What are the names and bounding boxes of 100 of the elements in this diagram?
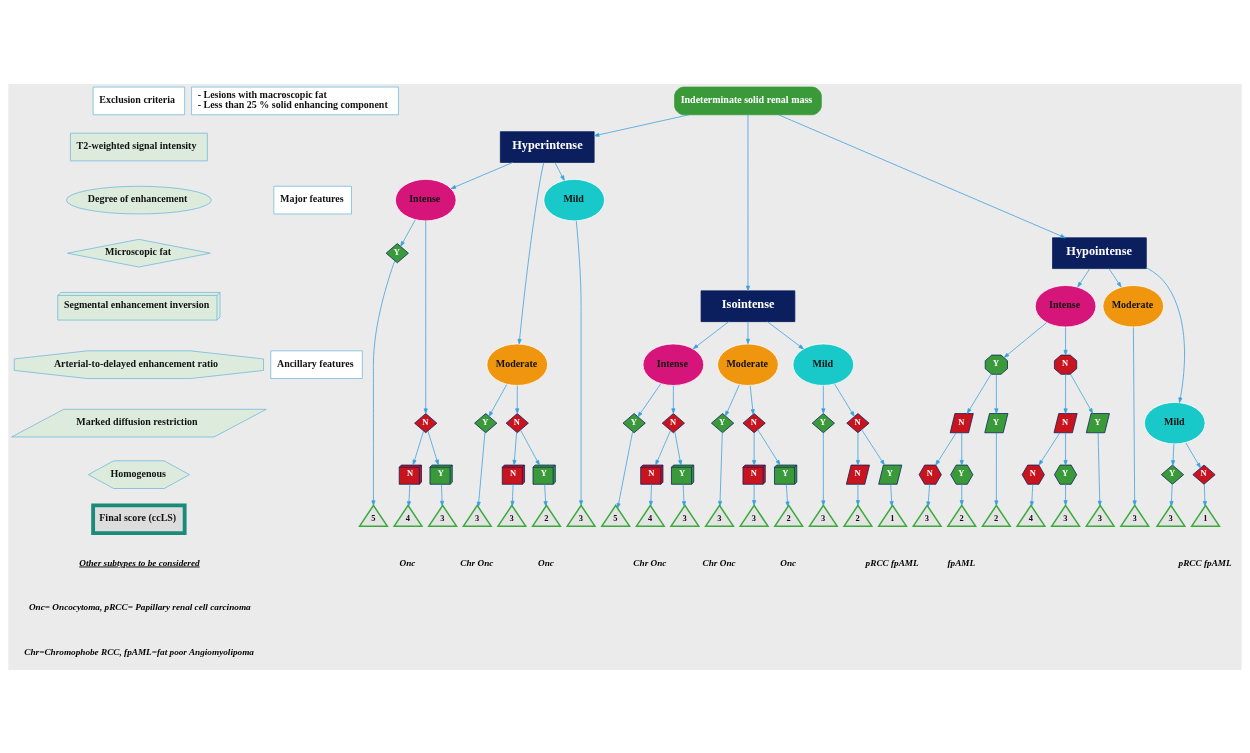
node-ellipse: Moderate <box>717 343 779 386</box>
arrow <box>1029 483 1034 507</box>
arrow <box>861 428 885 465</box>
node-diamond: Microscopic fat <box>67 238 211 267</box>
arrow <box>512 431 517 465</box>
arrow <box>1063 373 1068 414</box>
arrow <box>1169 483 1174 506</box>
label: Chr Onc <box>460 556 494 567</box>
arrow <box>476 431 486 507</box>
node-box: Major features <box>273 185 352 214</box>
node-diamond: N <box>505 412 529 433</box>
arrow <box>450 161 514 189</box>
arrow <box>966 373 992 414</box>
arrow <box>593 113 690 137</box>
label: Onc <box>780 556 797 567</box>
node-box: Isointense <box>700 290 796 322</box>
arrow <box>616 430 634 508</box>
arrow <box>554 161 565 181</box>
node-diamond: N <box>661 412 685 433</box>
arrow <box>648 483 653 506</box>
arrow <box>821 384 826 414</box>
arrow <box>515 384 520 414</box>
node-box: - Lesions with macroscopic fat - Less than 25 % solid enhancing component <box>191 86 399 115</box>
arrow <box>1063 431 1068 465</box>
arrow <box>834 383 855 417</box>
arrow <box>778 113 1066 238</box>
node-box: T2-weighted signal intensity <box>70 132 208 161</box>
label: fpAML <box>947 556 976 567</box>
arrow <box>767 320 804 349</box>
arrow <box>637 382 662 417</box>
arrow <box>575 220 584 506</box>
node-box: Ancillary features <box>270 349 363 379</box>
arrow <box>427 430 439 465</box>
arrow <box>1038 431 1061 465</box>
node-diamond: N <box>742 412 766 433</box>
arrow <box>959 431 964 465</box>
arrow <box>412 430 424 465</box>
arrow <box>517 161 545 344</box>
arrow <box>889 483 894 507</box>
arrow <box>935 431 957 465</box>
arrow <box>1063 483 1068 506</box>
node-box: Hypointense <box>1052 236 1147 269</box>
arrow <box>926 483 931 507</box>
arrow <box>1077 267 1091 287</box>
arrow <box>1097 432 1102 506</box>
label: Onc <box>399 556 416 567</box>
node-ellipse: Moderate <box>486 343 548 386</box>
node-box: Hyperintense <box>499 130 595 163</box>
arrow <box>757 428 781 465</box>
label: Onc= Oncocytoma, pRCC= Papillary renal cell carcinoma <box>28 601 251 612</box>
arrow <box>1185 441 1201 468</box>
label: Chr Onc <box>702 556 736 567</box>
arrow <box>543 483 548 507</box>
node-ellipse: Moderate <box>1102 284 1164 327</box>
arrow <box>752 483 757 506</box>
arrow <box>745 114 750 291</box>
arrow <box>749 384 755 415</box>
arrow <box>1171 443 1176 466</box>
node-ellipse: Intense <box>1034 284 1097 327</box>
node-ellipse: Mild <box>543 178 605 221</box>
label: pRCC fpAML <box>865 556 919 567</box>
arrow <box>752 431 757 465</box>
label: Chr Onc <box>633 556 667 567</box>
arrow <box>655 429 671 465</box>
label: pRCC fpAML <box>1178 556 1232 567</box>
arrow <box>785 483 790 507</box>
label: Chr=Chromophobe RCC, fpAML=fat poor Angiomyolipoma <box>24 646 254 657</box>
node-diamond: Y <box>1160 464 1184 485</box>
arrow <box>1132 326 1137 506</box>
node-box: Final score (ccLS) <box>91 503 187 535</box>
arrow <box>994 432 999 506</box>
arrow <box>1202 483 1207 506</box>
node-ellipse: Degree of enhancement <box>66 185 212 214</box>
node-diamond: N <box>414 412 438 433</box>
arrow <box>855 483 860 506</box>
node-ellipse: Mild <box>1144 401 1206 444</box>
arrow <box>959 483 964 506</box>
arrow <box>718 431 723 506</box>
arrow <box>994 373 999 414</box>
arrow <box>400 218 416 247</box>
arrow <box>1070 373 1094 414</box>
arrow <box>406 483 411 507</box>
arrow <box>1063 326 1068 355</box>
arrow <box>371 259 396 506</box>
node-diamond: Y <box>811 412 835 433</box>
arrow <box>692 320 730 349</box>
arrow <box>1108 267 1122 287</box>
arrow <box>674 430 683 465</box>
label: Onc <box>538 556 554 567</box>
arrow <box>520 429 540 465</box>
arrow <box>510 483 515 506</box>
arrow <box>682 483 686 507</box>
arrow <box>488 383 508 417</box>
arrow <box>725 383 740 416</box>
arrow <box>821 432 826 506</box>
arrow <box>440 483 445 506</box>
arrow <box>1003 321 1048 358</box>
arrow <box>671 384 676 414</box>
arrow <box>1146 266 1185 403</box>
node-box: Exclusion criteria <box>92 86 186 115</box>
